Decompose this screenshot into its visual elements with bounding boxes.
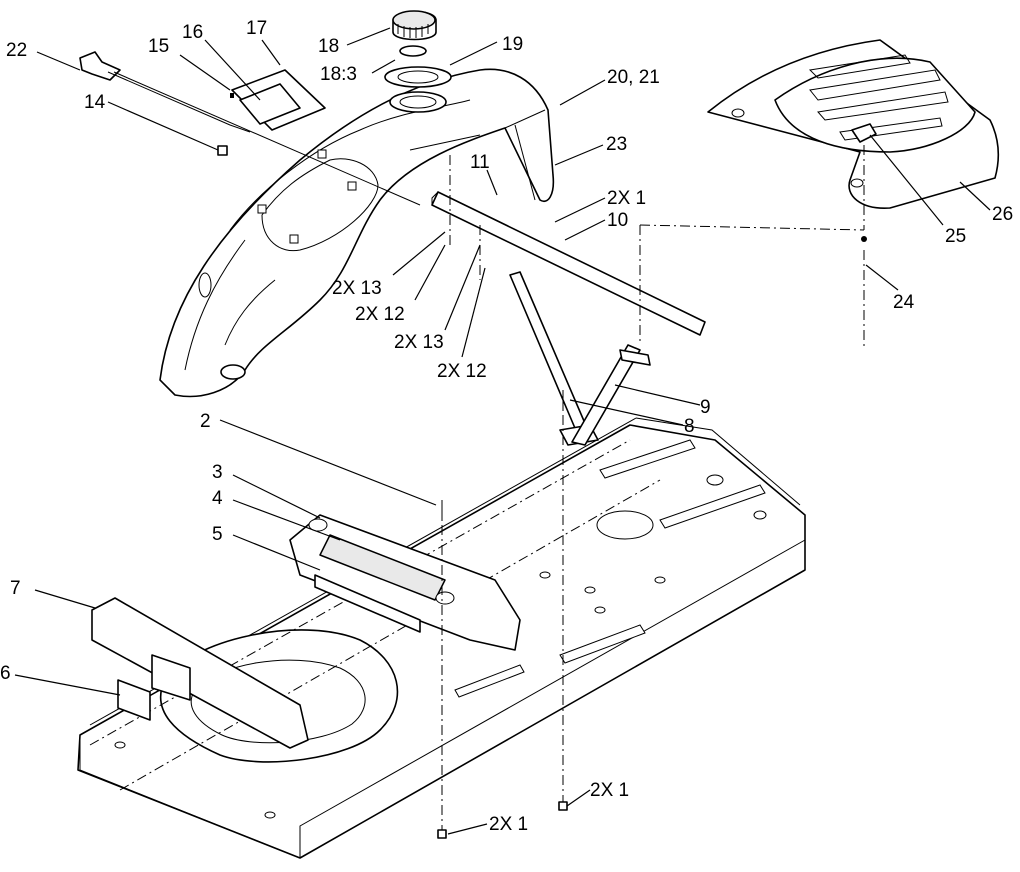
rear-fender	[159, 68, 555, 398]
callout-2x-12-a: 2X 12	[355, 304, 405, 325]
callout-18-3: 18:3	[320, 64, 357, 85]
front-panel	[91, 597, 309, 749]
callout-17: 17	[246, 18, 267, 39]
callout-5: 5	[212, 524, 223, 545]
callout-7: 7	[10, 578, 21, 599]
callout-2x-1-bottom-right: 2X 1	[590, 780, 629, 801]
leader-lines	[14, 27, 991, 835]
callout-10: 10	[607, 210, 628, 231]
rear-grille-cover	[707, 39, 1000, 230]
callout-6: 6	[0, 663, 11, 684]
callout-23: 23	[606, 134, 627, 155]
assembly-lines	[437, 224, 867, 839]
callout-15: 15	[148, 36, 169, 57]
callout-22: 22	[6, 40, 27, 61]
callout-14: 14	[84, 92, 106, 113]
callout-8: 8	[684, 416, 695, 437]
callout-20-21: 20, 21	[607, 67, 660, 88]
callout-9: 9	[700, 397, 711, 418]
callout-labels: 22 15 16 17 18 19 18:3 14 20, 21 11 23 2…	[0, 18, 1013, 835]
callout-2: 2	[200, 411, 211, 432]
fuel-sender-parts	[79, 51, 421, 206]
callout-2x-12-b: 2X 12	[437, 361, 487, 382]
fuel-cap	[384, 10, 452, 88]
callout-2x-1-bottom-left: 2X 1	[489, 814, 528, 835]
callout-16: 16	[182, 22, 203, 43]
callout-3: 3	[212, 462, 223, 483]
console-panel	[289, 514, 521, 651]
callout-24: 24	[893, 292, 915, 313]
callout-25: 25	[945, 226, 966, 247]
callout-18: 18	[318, 36, 339, 57]
callout-2x-13-a: 2X 13	[332, 278, 382, 299]
callout-2x-13-b: 2X 13	[394, 332, 444, 353]
callout-4: 4	[212, 488, 223, 509]
mounting-brackets	[431, 155, 706, 446]
callout-19: 19	[502, 34, 523, 55]
callout-2x-1-top: 2X 1	[607, 188, 646, 209]
callout-11: 11	[470, 152, 490, 173]
callout-26: 26	[992, 204, 1013, 225]
